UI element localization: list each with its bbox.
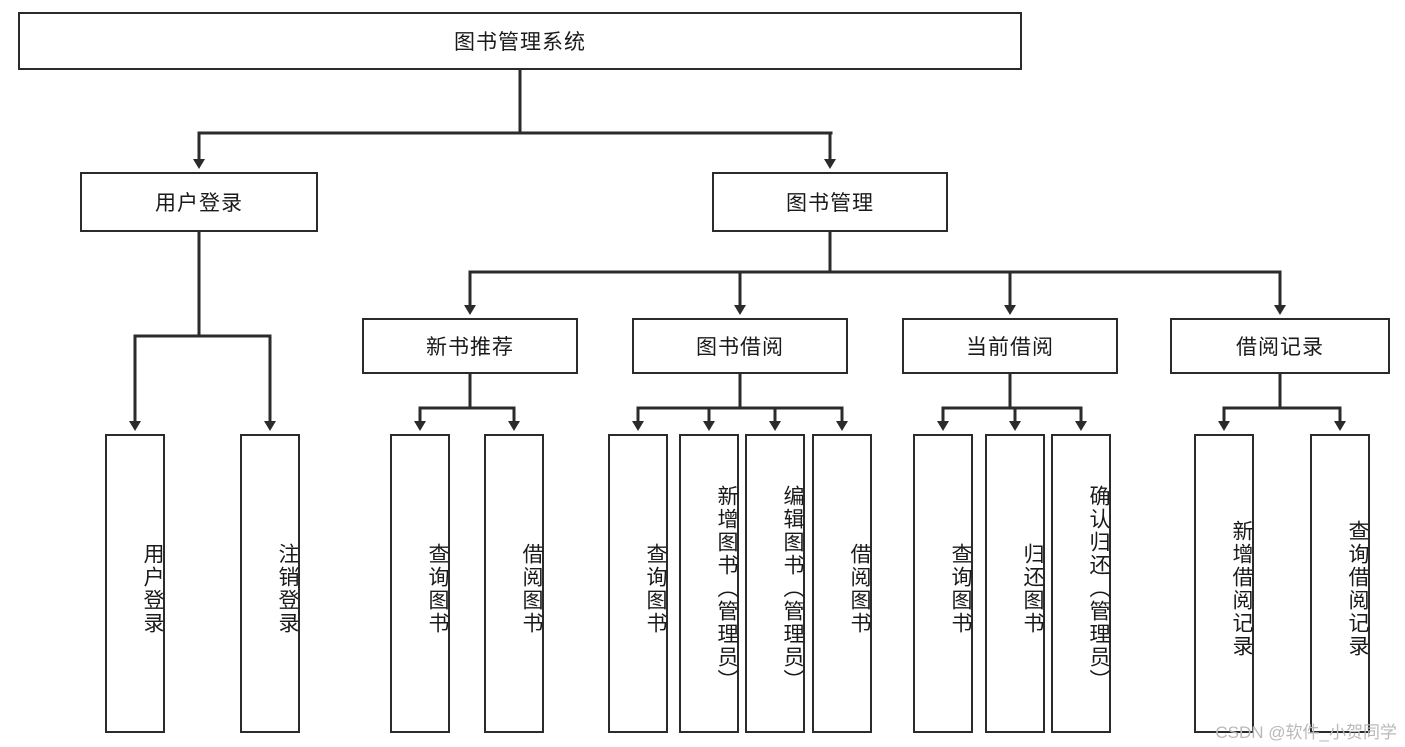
node-borrow-record[interactable]: 借阅记录 bbox=[1170, 318, 1390, 374]
node-leaf-edit-book-label: 编辑图书（管理员） bbox=[781, 485, 804, 692]
node-leaf-query-book-3-label: 查询图书 bbox=[949, 542, 972, 635]
node-book-manage[interactable]: 图书管理 bbox=[712, 172, 948, 232]
node-leaf-add-borrow-record[interactable]: 新增借阅记录 bbox=[1194, 434, 1254, 733]
node-leaf-return-book[interactable]: 归还图书 bbox=[985, 434, 1045, 733]
node-new-book-recommend[interactable]: 新书推荐 bbox=[362, 318, 578, 374]
node-leaf-logout[interactable]: 注销登录 bbox=[240, 434, 300, 733]
node-leaf-confirm-return[interactable]: 确认归还（管理员） bbox=[1051, 434, 1111, 733]
node-leaf-query-book-3[interactable]: 查询图书 bbox=[913, 434, 973, 733]
node-leaf-query-borrow-record[interactable]: 查询借阅记录 bbox=[1310, 434, 1370, 733]
node-borrow-record-label: 借阅记录 bbox=[1236, 336, 1324, 359]
node-leaf-user-login-label: 用户登录 bbox=[141, 542, 164, 635]
node-leaf-add-borrow-record-label: 新增借阅记录 bbox=[1230, 519, 1253, 658]
node-leaf-borrow-book-2-label: 借阅图书 bbox=[848, 542, 871, 635]
node-leaf-query-borrow-record-label: 查询借阅记录 bbox=[1346, 519, 1369, 658]
node-leaf-borrow-book-1-label: 借阅图书 bbox=[520, 542, 543, 635]
node-leaf-add-book-label: 新增图书（管理员） bbox=[715, 485, 738, 692]
node-new-book-recommend-label: 新书推荐 bbox=[426, 336, 514, 359]
node-leaf-query-book-2[interactable]: 查询图书 bbox=[608, 434, 668, 733]
watermark: CSDN @软件_小贺同学 bbox=[1215, 723, 1397, 742]
node-leaf-query-book-2-label: 查询图书 bbox=[644, 542, 667, 635]
node-leaf-query-book-1-label: 查询图书 bbox=[426, 542, 449, 635]
node-leaf-query-book-1[interactable]: 查询图书 bbox=[390, 434, 450, 733]
node-root-label: 图书管理系统 bbox=[454, 31, 586, 54]
node-leaf-borrow-book-2[interactable]: 借阅图书 bbox=[812, 434, 872, 733]
node-leaf-confirm-return-label: 确认归还（管理员） bbox=[1087, 485, 1110, 692]
node-book-borrow[interactable]: 图书借阅 bbox=[632, 318, 848, 374]
node-current-borrow-label: 当前借阅 bbox=[966, 336, 1054, 359]
node-book-manage-label: 图书管理 bbox=[786, 192, 874, 215]
node-book-borrow-label: 图书借阅 bbox=[696, 336, 784, 359]
node-root[interactable]: 图书管理系统 bbox=[18, 12, 1022, 70]
node-user-login-label: 用户登录 bbox=[155, 192, 243, 215]
node-leaf-borrow-book-1[interactable]: 借阅图书 bbox=[484, 434, 544, 733]
node-leaf-logout-label: 注销登录 bbox=[276, 542, 299, 635]
node-leaf-return-book-label: 归还图书 bbox=[1021, 542, 1044, 635]
node-user-login[interactable]: 用户登录 bbox=[80, 172, 318, 232]
node-leaf-edit-book[interactable]: 编辑图书（管理员） bbox=[745, 434, 805, 733]
node-leaf-user-login[interactable]: 用户登录 bbox=[105, 434, 165, 733]
node-leaf-add-book[interactable]: 新增图书（管理员） bbox=[679, 434, 739, 733]
node-current-borrow[interactable]: 当前借阅 bbox=[902, 318, 1118, 374]
